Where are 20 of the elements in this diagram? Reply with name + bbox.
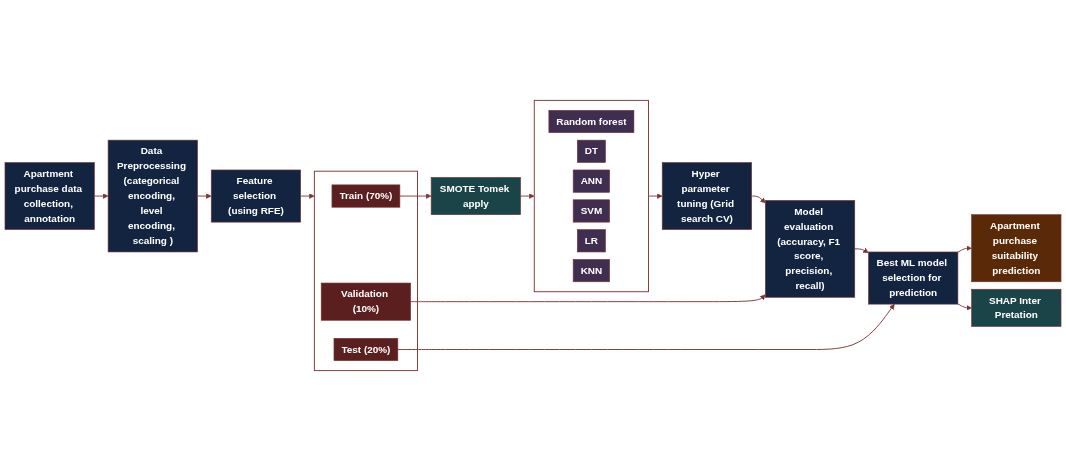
node-box: SHAP Inter Pretation bbox=[971, 288, 1062, 327]
node-box: DT bbox=[577, 139, 606, 163]
node-box: Hyper parameter tuning (Grid search CV) bbox=[661, 162, 752, 230]
node-box: Apartment purchase suitability prediction bbox=[971, 214, 1062, 283]
node-box: Test (20%) bbox=[333, 338, 399, 361]
cluster bbox=[313, 170, 418, 372]
node-box: SVM bbox=[572, 199, 610, 223]
node-box: Validation (10%) bbox=[320, 282, 411, 321]
node-box: ANN bbox=[572, 169, 610, 193]
node-box: KNN bbox=[572, 259, 610, 283]
node-box: Feature selection (using RFE) bbox=[210, 169, 301, 223]
node-box: LR bbox=[577, 229, 606, 253]
node-box: Best ML model selection for prediction bbox=[868, 251, 959, 305]
node-box: Train (70%) bbox=[331, 184, 401, 208]
node-box: Random forest bbox=[548, 110, 635, 133]
node-box: SMOTE Tomek apply bbox=[430, 177, 521, 215]
node-box: Data Preprocessing (categorical encoding, level encoding, scaling ) bbox=[107, 139, 198, 253]
cluster bbox=[533, 99, 649, 293]
node-box: Apartment purchase data collection, annotation bbox=[4, 162, 95, 230]
node-box: Model evaluation (accuracy, F1 score, precision, recall) bbox=[765, 200, 856, 298]
